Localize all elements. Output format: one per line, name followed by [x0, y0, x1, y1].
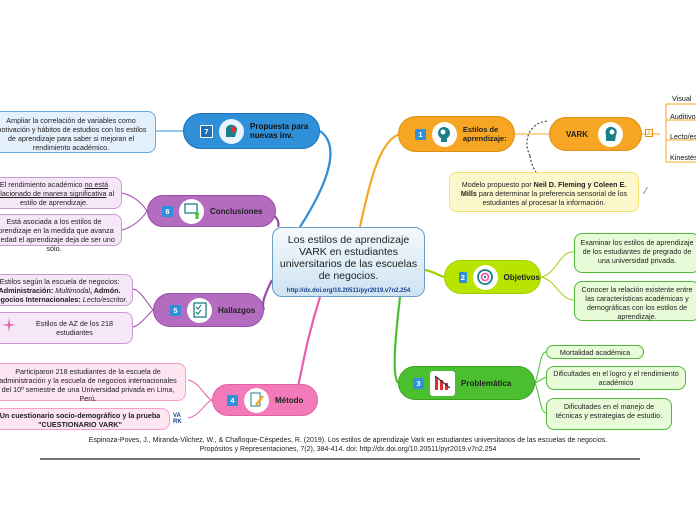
vark-item-auditivo: Auditivo	[670, 112, 696, 121]
conclusion-2: Está asociada a los estilos de aprendiza…	[0, 214, 122, 253]
head-gears-icon	[431, 121, 457, 147]
branch-problematica[interactable]: 3 Problemática	[398, 366, 535, 400]
vark-node[interactable]: VARK	[549, 117, 642, 151]
branch-label: Hallazgos	[218, 305, 256, 315]
vark-label: VARK	[566, 129, 589, 139]
conclusion-1: El rendimiento académico no está relacio…	[0, 177, 122, 209]
puzzle-head-icon	[219, 118, 244, 144]
branch-metodo[interactable]: 4 Método	[212, 384, 318, 416]
central-topic-link[interactable]: http://dx.doi.org/10.20511/pyr2019.v7n2.…	[286, 288, 411, 294]
branch-number: 4	[227, 394, 238, 406]
propuesta-1: Ampliar la correlación de variables como…	[0, 111, 156, 153]
branch-number: 3	[413, 377, 424, 389]
model-note-suffix: para determinar la preferencia sensorial…	[476, 189, 628, 207]
branch-propuesta[interactable]: 7 Propuesta para nuevas inv.	[183, 113, 320, 149]
branch-number: 2	[459, 271, 467, 283]
hallazgo-admin-label: Administración:	[0, 286, 56, 295]
problematica-1: Mortalidad académica	[546, 345, 644, 359]
connector-objetivos-items	[540, 251, 575, 301]
sparkle-icon	[2, 318, 16, 332]
bar-chart-icon	[430, 370, 455, 396]
branch-label: Objetivos	[503, 272, 540, 282]
hallazgo-admin-style: Multimodal	[55, 286, 90, 295]
problematica-3: Dificultades en el manejo de técnicas y …	[546, 398, 672, 430]
branch-number: 1	[415, 128, 426, 140]
checklist-icon	[187, 297, 212, 323]
objetivo-1: Examinar los estilos de aprendizaje de l…	[574, 233, 696, 273]
dashed-link-vark	[526, 120, 549, 157]
metodo-instrumento: Un cuestionario socio-demográfico y la p…	[0, 408, 170, 430]
vark-item-kinestesico: Kinestésico	[670, 153, 696, 162]
connector-conclusiones-items	[121, 192, 148, 231]
central-topic-title: Los estilos de aprendizaje VARK en estud…	[279, 234, 418, 282]
hallazgo-estilos-az-text: Estilos de AZ de los 218 estudiantes	[35, 319, 114, 337]
head-brain-icon	[598, 121, 623, 147]
branch-objetivos[interactable]: 2 Objetivos	[444, 260, 541, 294]
branch-number: 5	[170, 304, 181, 316]
branch-label: Estilos de aprendizaje:	[462, 125, 507, 143]
citation-line-2[interactable]: Propósitos y Representaciones, 7(2), 384…	[199, 446, 497, 453]
hallazgo-admon-label: , Admón.	[90, 286, 121, 295]
vark-item-visual: Visual	[672, 94, 692, 103]
hallazgo-estilos-az: Estilos de AZ de los 218 estudiantes	[0, 312, 133, 344]
hallazgo-escuelas: Estilos según la escuela de negocios: Ad…	[0, 274, 133, 306]
citation: Espinoza-Poves, J., Miranda-Vilchez, W.,…	[0, 436, 696, 454]
conclusion-1-a: El rendimiento académico	[0, 180, 85, 189]
branch-number: 6	[162, 205, 173, 217]
connector-vark-items	[642, 103, 696, 163]
connector-hallazgos	[261, 279, 273, 311]
attachment-icon[interactable]: ⁄	[645, 186, 647, 197]
branch-label: Conclusiones	[210, 206, 263, 216]
connector-metodo-items	[187, 379, 213, 419]
connector-objetivos	[424, 268, 445, 279]
connector-problematica	[393, 296, 402, 384]
citation-line-1: Espinoza-Poves, J., Miranda-Vilchez, W.,…	[88, 437, 608, 444]
branch-hallazgos[interactable]: 5 Hallazgos	[153, 293, 264, 327]
branch-label: Método	[275, 395, 304, 405]
conclusion-1-b: al estilo de aprendizaje.	[20, 189, 115, 207]
hallazgo-ni-style: Lecto/escritor.	[82, 295, 128, 304]
branch-label: Propuesta para nuevas inv.	[250, 122, 309, 140]
target-icon	[472, 264, 498, 290]
model-note[interactable]: Modelo propuesto por Neil D. Fleming y C…	[449, 172, 639, 212]
vark-item-lecto: Lecto/escritor	[670, 132, 696, 141]
hallazgo-line-1: Estilos según la escuela de negocios:	[0, 277, 120, 286]
connector-problematica-items	[534, 351, 547, 414]
connector-estilos	[358, 132, 401, 228]
branch-estilos[interactable]: 1 Estilos de aprendizaje:	[398, 116, 515, 152]
connector-propuesta	[299, 130, 332, 228]
pencil-icon	[244, 387, 269, 413]
hallazgo-ni-label: Negocios Internacionales:	[0, 295, 83, 304]
presenter-icon	[179, 198, 204, 224]
branch-label: Problemática	[461, 378, 512, 388]
model-note-authors: Neil D. Fleming y Coleen E. Mills	[460, 180, 627, 198]
problematica-2: Dificultades en el logro y el rendimient…	[546, 366, 686, 390]
branch-number: 7	[200, 124, 213, 138]
objetivo-2: Conocer la relación existente entre las …	[574, 281, 696, 321]
vark-logo: VARK	[173, 413, 182, 425]
metodo-participantes: Participaron 218 estudiantes de la escue…	[0, 363, 186, 403]
model-note-prefix: Modelo propuesto por	[461, 180, 534, 189]
conclusion-1-underlined: no está relacionado de manera significat…	[0, 180, 109, 198]
central-topic[interactable]: Los estilos de aprendizaje VARK en estud…	[272, 227, 425, 297]
connector-hallazgos-items	[132, 288, 154, 328]
expand-marker-icon[interactable]: +	[645, 129, 653, 137]
branch-conclusiones[interactable]: 6 Conclusiones	[147, 195, 276, 227]
